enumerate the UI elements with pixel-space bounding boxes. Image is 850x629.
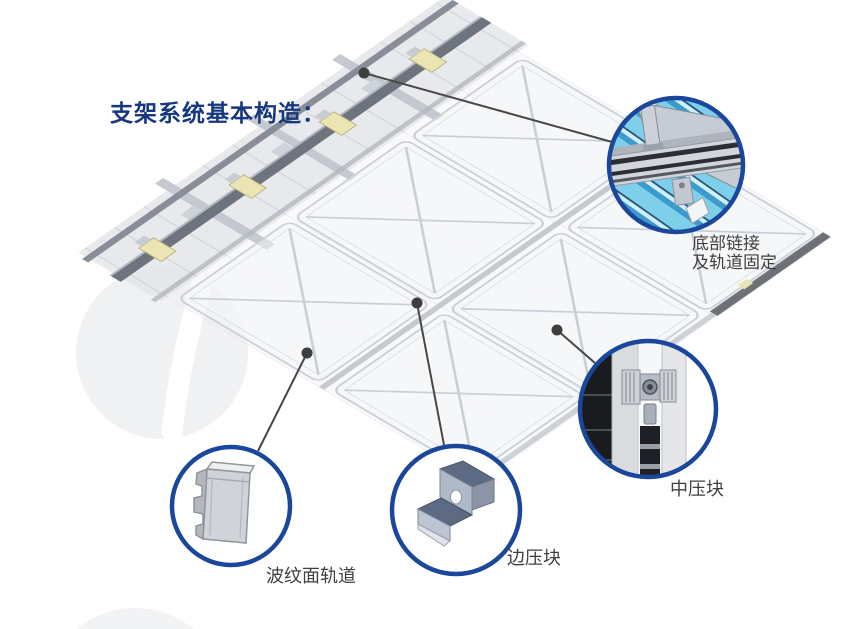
mid-clamp-detail (580, 341, 687, 477)
leader-line-edge-clamp (416, 302, 445, 446)
page-title: 支架系统基本构造： (110, 100, 326, 126)
mid-rail (318, 141, 676, 390)
leader-lines (257, 72, 613, 452)
leader-dot-mid-clamp (551, 324, 563, 336)
callout-ring (169, 444, 293, 568)
callout-label-corrugated-rail: 波纹面轨道 (266, 566, 356, 586)
leader-dot-corrugated-rail (301, 347, 313, 359)
callout-ring (389, 443, 523, 577)
callout-ring (577, 338, 719, 480)
rail-profile-detail (193, 461, 256, 544)
callout-circle-edge-clamp (389, 443, 523, 577)
rail-detail (609, 98, 743, 225)
leader-dot-bottom-connection (358, 67, 370, 79)
callout-label-line: 底部链接 (692, 234, 760, 253)
callout-circle-mid-clamp (577, 338, 719, 480)
panel (180, 222, 428, 381)
leader-dot-edge-clamp (411, 297, 423, 309)
panel (296, 141, 544, 300)
panel (413, 59, 661, 218)
leader-line-corrugated-rail (257, 352, 308, 452)
leader-line-mid-clamp (556, 329, 596, 364)
clamp-hole (450, 489, 462, 505)
rail-groove-face (193, 467, 208, 541)
leader-dots (301, 67, 563, 359)
edge-clamp-detail (416, 460, 496, 547)
callout-circle-corrugated-rail (169, 444, 293, 568)
callout-ring (606, 95, 746, 235)
leader-line-bottom-connection (363, 72, 613, 143)
callout-label-edge-clamp: 边压块 (507, 548, 561, 568)
callout-label-bottom-connection: 底部链接 及轨道固定 (692, 234, 777, 272)
l-foot-bracket (671, 176, 695, 207)
roof-clamps (134, 46, 448, 262)
callout-label-mid-clamp: 中压块 (670, 479, 724, 499)
callout-label-line: 及轨道固定 (692, 253, 777, 272)
mounting-rails (82, 0, 526, 303)
panel (335, 314, 583, 473)
bottom-rail-dark (709, 232, 831, 316)
watermark-arc-bottom (76, 608, 194, 629)
